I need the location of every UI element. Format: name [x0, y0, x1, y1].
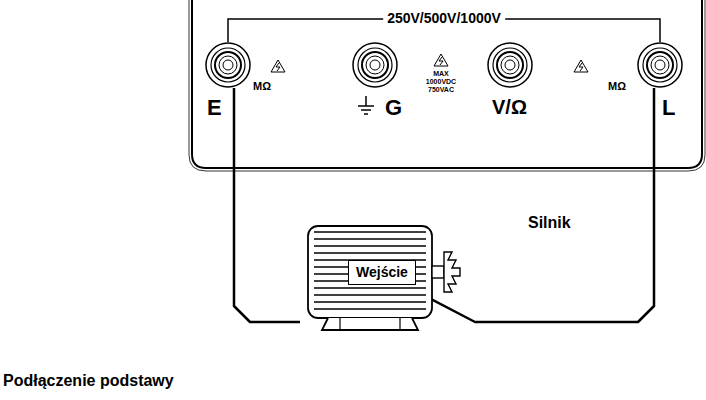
jack-g: G — [352, 42, 398, 88]
meter-housing-edge — [189, 0, 705, 171]
base-connection-label: Podłączenie podstawy — [3, 372, 174, 390]
motor-label: Silnik — [528, 214, 571, 232]
input-label: Wejście — [356, 264, 408, 281]
warning-triangle — [271, 54, 588, 72]
jack-socket — [487, 42, 533, 88]
jack-socket — [352, 42, 398, 88]
meter-housing — [192, 0, 702, 168]
unit-label: MΩ — [253, 80, 271, 92]
test-lead — [404, 88, 654, 322]
range-label: 250V/500V/1000V — [383, 11, 505, 26]
terminal-letter: L — [662, 96, 675, 120]
jack-socket — [637, 42, 683, 88]
test-lead — [234, 88, 300, 322]
jack-socket — [205, 42, 251, 88]
max-rating: MAX 1000VDC 750VAC — [426, 70, 456, 94]
motor: SilnikWejście — [300, 222, 465, 337]
ground-symbol — [358, 96, 374, 114]
terminal-letter: V/Ω — [492, 96, 527, 118]
terminal-letter: G — [385, 96, 402, 120]
jack-v-ohm: V/Ω — [487, 42, 533, 88]
jack-l: MΩL — [637, 42, 683, 88]
terminal-letter: E — [207, 96, 222, 120]
jack-e: EMΩ — [205, 42, 251, 88]
unit-label: MΩ — [608, 80, 626, 92]
input-box: Wejście — [348, 260, 416, 285]
